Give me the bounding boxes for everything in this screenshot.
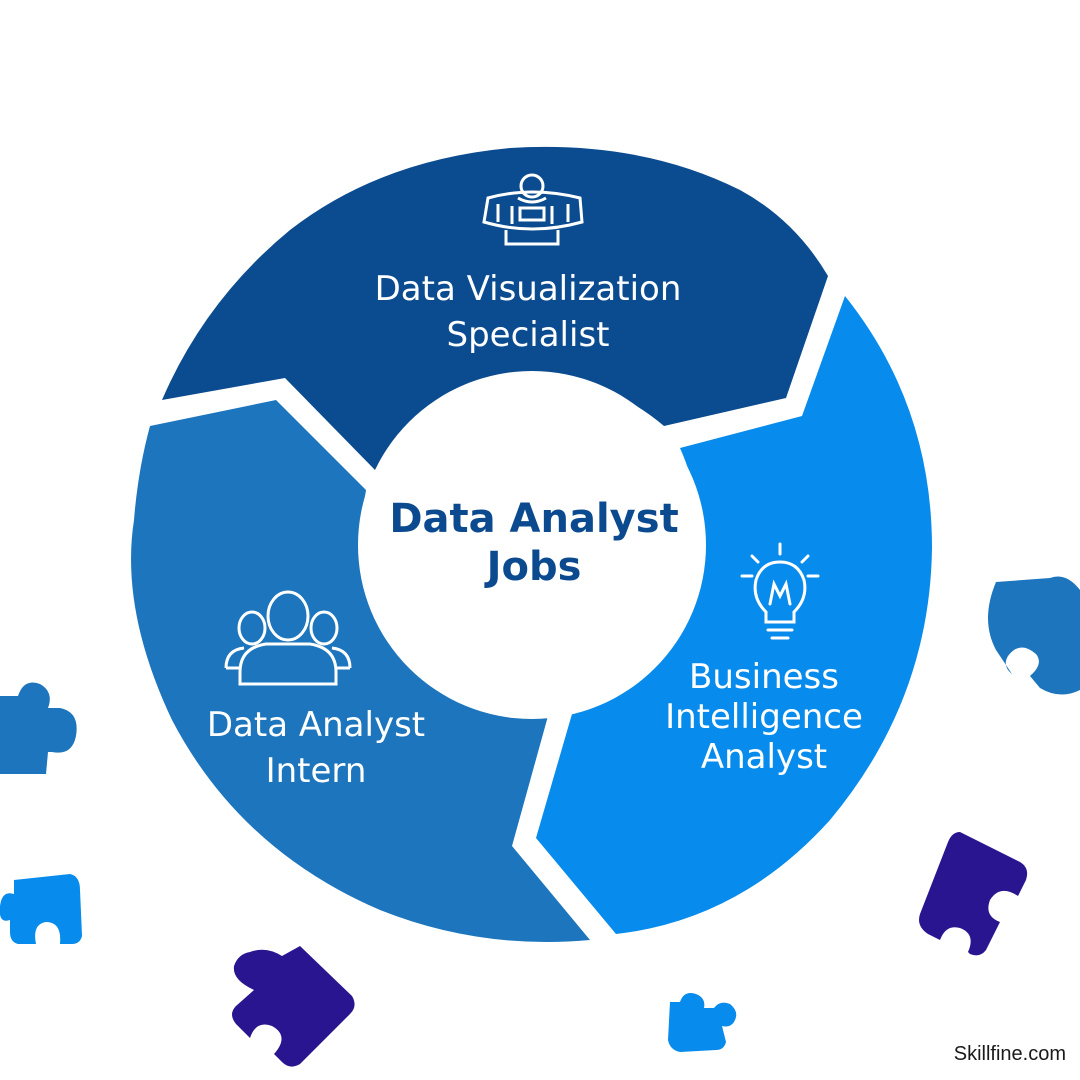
puzzle-piece-right [988, 576, 1080, 695]
puzzle-piece-bottom-purple-left [232, 946, 355, 1067]
segment-right-label-line1: Business [689, 657, 839, 697]
segment-business-intelligence-analyst [536, 296, 932, 934]
segment-top-label-line1: Data Visualization [375, 269, 682, 309]
segment-data-visualization-specialist [162, 146, 828, 470]
segment-right-label-line3: Analyst [701, 737, 827, 777]
puzzle-piece-left-top [0, 682, 77, 774]
segment-data-analyst-intern [131, 400, 590, 942]
puzzle-piece-bottom-right-purple [919, 832, 1028, 956]
segment-top-label-line2: Specialist [447, 315, 610, 355]
center-circle [358, 371, 706, 719]
user-screens-icon [482, 173, 584, 246]
footer-brand: Skillfine.com [953, 1043, 1066, 1065]
puzzle-piece-left-bottom [0, 874, 82, 944]
lightbulb-icon [740, 542, 820, 640]
puzzle-piece-bottom-center [668, 993, 737, 1052]
segment-right-label-line2: Intelligence [665, 697, 863, 737]
center-title-line2: Jobs [484, 544, 582, 590]
people-group-icon [224, 590, 352, 686]
center-title-line1: Data Analyst [389, 496, 678, 542]
segment-left-label-line2: Intern [266, 751, 367, 791]
segment-left-label-line1: Data Analyst [207, 705, 425, 745]
